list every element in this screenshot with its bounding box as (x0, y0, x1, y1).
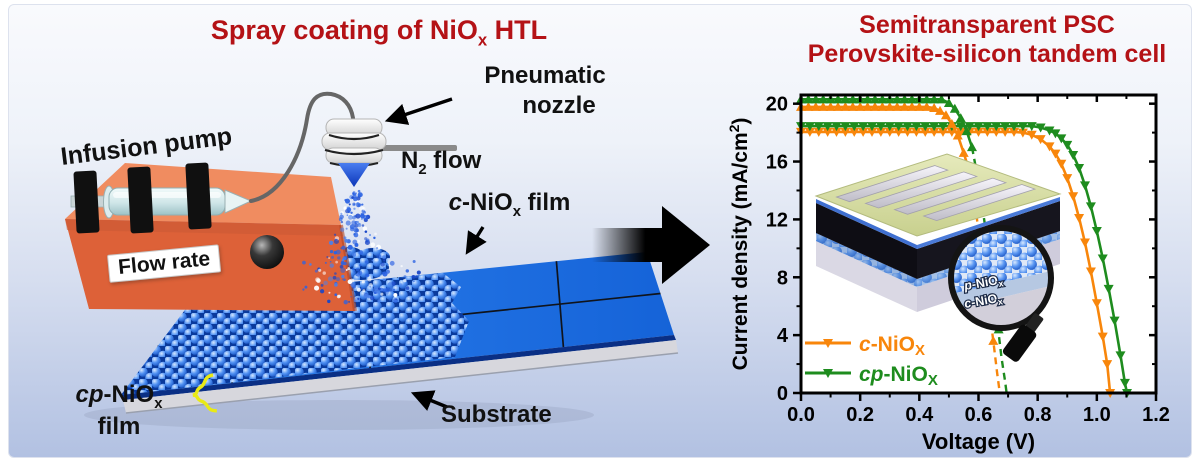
cp-niox-film-label: cp-NiOx film (75, 381, 163, 440)
n2-flow-label: N2 flow (401, 147, 482, 178)
y-tick-label: 12 (766, 209, 788, 231)
y-axis-label: Current density (mA/cm2) (727, 118, 752, 371)
magnifier-label: p-NiOx (962, 272, 1004, 295)
legend-label: c-NiOX (859, 333, 925, 359)
y-tick-label: 4 (777, 325, 789, 347)
pneumatic-nozzle-arrow (384, 97, 453, 125)
pump-knob (250, 235, 284, 269)
x-tick-label: 0.4 (905, 404, 934, 426)
platform-shadow (84, 400, 594, 430)
c-niox-film-label: c-NiOx film (448, 189, 571, 220)
process-arrow (592, 206, 710, 284)
x-tick-label: 0.6 (965, 404, 993, 426)
x-tick-label: 1.0 (1083, 404, 1111, 426)
n2-pipe (379, 145, 457, 151)
feed-tube (249, 91, 355, 203)
substrate-platform (121, 247, 679, 414)
right-title: Semitransparent PSC Perovskite-silicon t… (767, 11, 1198, 69)
magnifier-handle (1002, 313, 1044, 362)
infusion-pump (65, 162, 357, 312)
syringe-clamps (73, 162, 212, 234)
y-tick-label: 20 (766, 94, 788, 116)
left-title: Spray coating of NiOx HTL (210, 15, 548, 50)
substrate-arrow (410, 390, 448, 411)
x-tick-label: 1.2 (1142, 404, 1170, 426)
substrate-front-face (123, 340, 678, 413)
x-tick-label: 0.0 (787, 404, 815, 426)
nozzle-tip (338, 163, 370, 187)
c-niox-film-arrow (465, 226, 487, 255)
pneumatic-nozzle (321, 118, 387, 187)
x-tick-label: 0.2 (846, 404, 874, 426)
x-tick-label: 0.8 (1024, 404, 1052, 426)
right-title-line1: Semitransparent PSC (859, 11, 1115, 39)
magnifier-label: c-NiOx (963, 291, 1004, 313)
cp-film-brace (192, 373, 217, 413)
x-axis-label: Voltage (V) (922, 429, 1035, 454)
y-tick-label: 8 (777, 267, 788, 289)
pneumatic-nozzle-label: Pneumatic nozzle (484, 62, 606, 119)
series-c-NiOX-tandem (796, 127, 1116, 398)
graphical-abstract-figure: Spray coating of NiOx HTL Semitransparen… (8, 4, 1192, 458)
substrate-label: Substrate (441, 401, 552, 428)
legend-label: cp-NiOX (859, 363, 938, 389)
spray-particles (302, 189, 421, 305)
y-tick-label: 0 (777, 383, 788, 405)
y-tick-label: 16 (766, 152, 788, 174)
right-title-line2: Perovskite-silicon tandem cell (807, 39, 1167, 68)
chart-legend: c-NiOX cp-NiOX (805, 333, 938, 389)
film-edge (121, 335, 676, 400)
